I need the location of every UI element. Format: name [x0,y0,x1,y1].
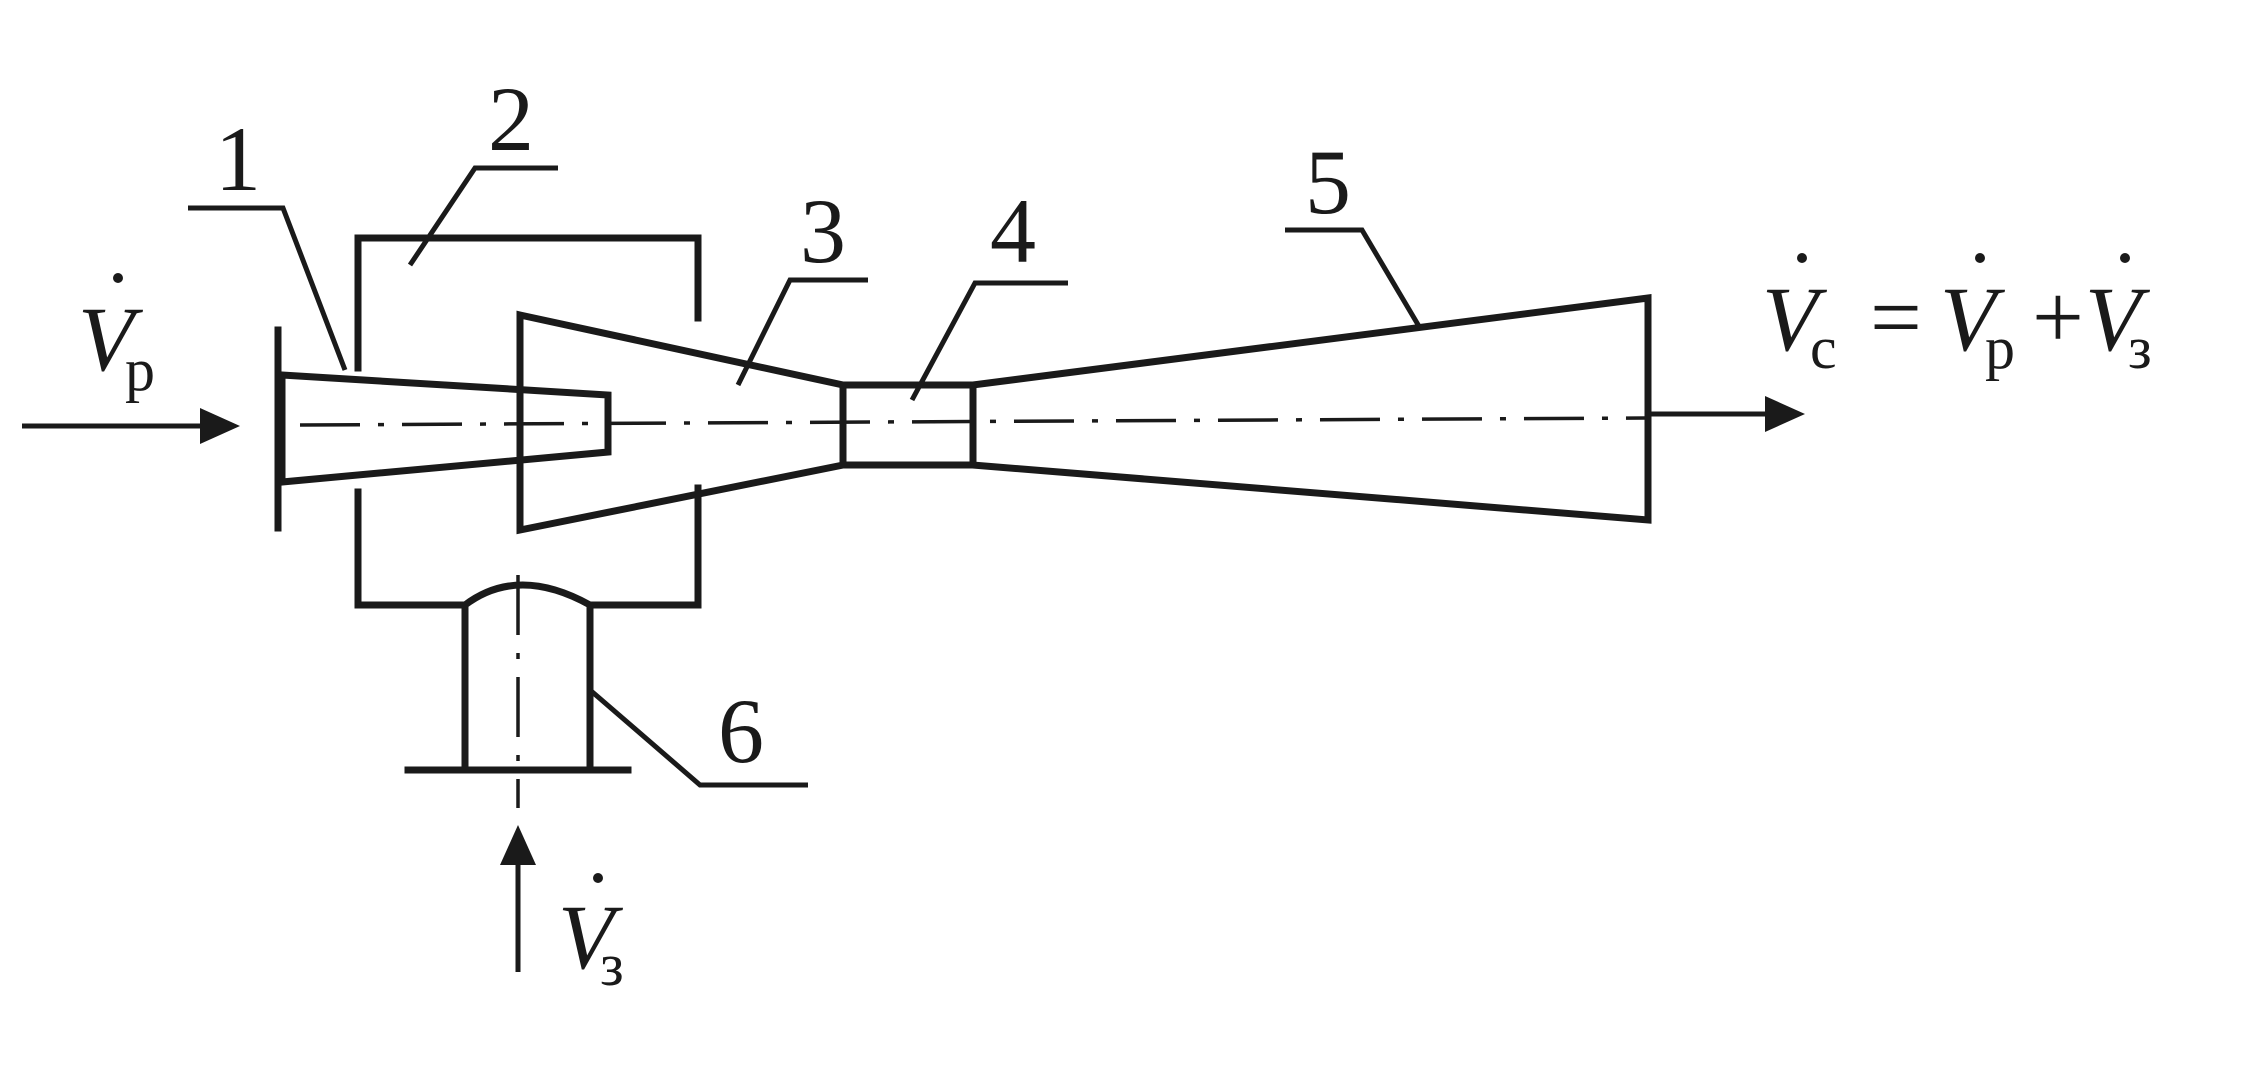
svg-text:V: V [558,886,624,988]
suction-chamber [354,234,702,609]
mixing-throat [839,381,977,469]
svg-text:р: р [125,337,155,403]
suction-flow-label: V з [558,873,624,998]
diffuser [969,294,1652,524]
suction-arrow [500,825,536,972]
svg-text:з: з [2128,315,2152,381]
leader-1 [188,205,348,371]
part-label-3: 3 [800,180,846,282]
leader-4 [909,280,1068,402]
center-axis [299,416,1646,427]
leader-6 [588,688,808,788]
svg-text:V: V [1940,268,2006,370]
working-nozzle [278,371,612,486]
svg-text:V: V [1762,268,1828,370]
mixing-cone [516,310,847,535]
part-label-1: 1 [215,108,261,210]
inlet-flow-label: V р [78,273,155,403]
part-label-6: 6 [718,680,764,782]
part-label-4: 4 [990,180,1036,282]
suction-pipe [461,581,594,774]
outlet-arrow [1648,396,1805,432]
svg-text:з: з [600,932,624,998]
part-label-5: 5 [1305,131,1351,233]
leader-3 [735,277,868,387]
inlet-arrow [22,408,240,444]
leader-5 [1285,227,1423,330]
svg-text:=: = [1870,266,1922,368]
svg-text:V: V [2085,268,2151,370]
leader-2 [407,165,558,267]
svg-text:с: с [1810,315,1837,381]
svg-text:р: р [1985,315,2015,381]
svg-text:V: V [78,288,144,390]
part-label-2: 2 [488,68,534,170]
outlet-flow-equation: V с = V р + V з [1762,253,2152,381]
svg-text:+: + [2032,266,2084,368]
